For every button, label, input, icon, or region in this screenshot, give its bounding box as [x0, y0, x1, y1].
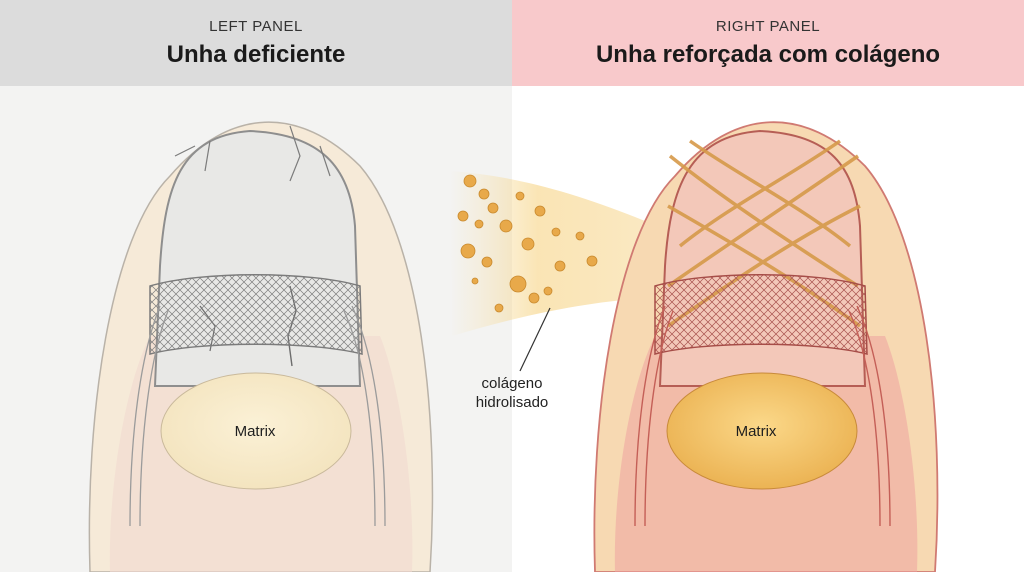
left-panel-header: LEFT PANEL Unha deficiente [0, 0, 512, 86]
right-panel-title: Unha reforçada com colágeno [595, 41, 941, 68]
right-matrix-label: Matrix [735, 423, 777, 440]
right-matrix [666, 372, 858, 490]
nail-illustration [88, 121, 939, 572]
left-side-folds [129, 305, 386, 527]
annotation-line-2: hidrolisado [475, 394, 549, 411]
left-matrix-label: Matrix [234, 423, 276, 440]
annotation-line-1: colágeno [481, 375, 543, 392]
left-mesh-band [149, 274, 363, 355]
right-panel-label: RIGHT PANEL [715, 18, 821, 35]
collagen-annotation: colágeno hidrolisado [458, 374, 566, 412]
left-matrix [160, 372, 352, 490]
left-panel-title: Unha deficiente [166, 41, 346, 68]
left-panel-label: LEFT PANEL [209, 18, 303, 35]
right-side-folds [634, 305, 891, 527]
right-mesh-band [654, 274, 868, 355]
right-panel-header: RIGHT PANEL Unha reforçada com colágeno [512, 0, 1024, 86]
